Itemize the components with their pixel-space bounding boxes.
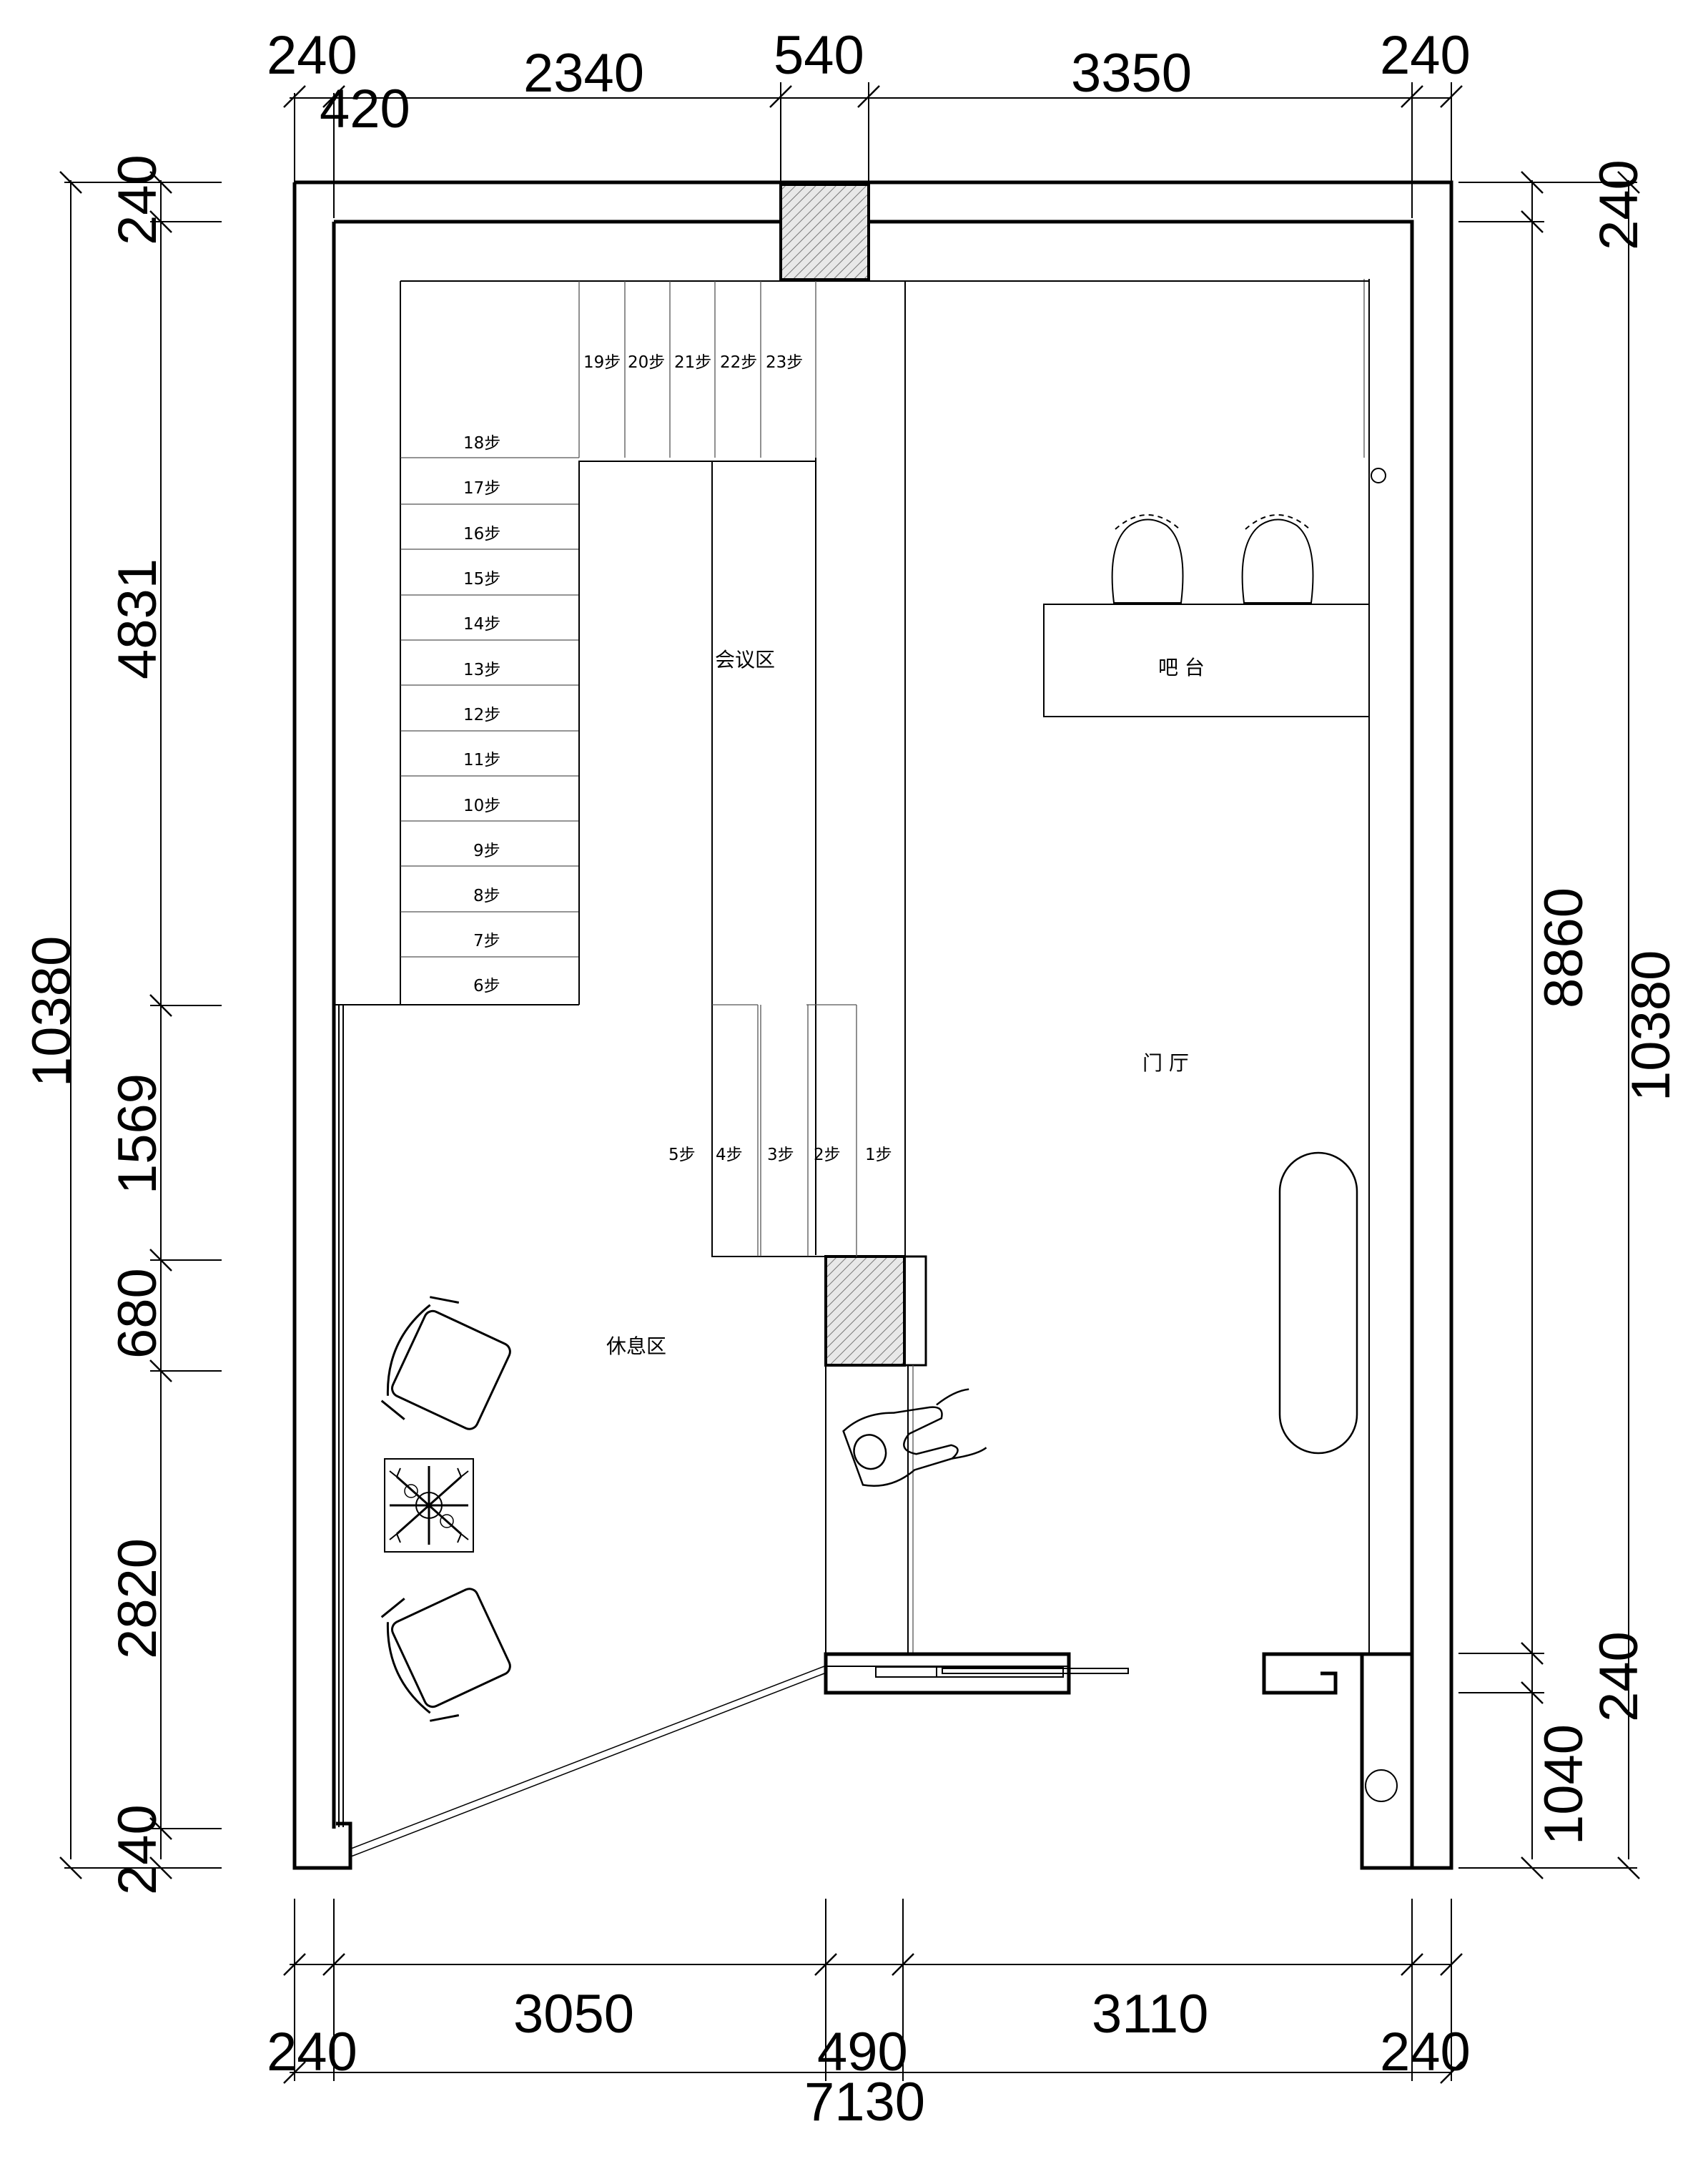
dim-bottom-240-right: 240 <box>1380 2022 1471 2082</box>
column-hatch-icon <box>824 1255 906 1367</box>
dim-left-240-top: 240 <box>107 154 168 245</box>
dim-top-240-left: 240 <box>267 25 357 86</box>
room-label-bar: 吧 台 <box>1158 656 1205 679</box>
dim-top-3350: 3350 <box>1071 43 1192 104</box>
sofa-icon <box>1278 1151 1358 1455</box>
right-dimension-lines <box>1458 171 1640 1879</box>
dim-right-240-lower: 240 <box>1589 1631 1649 1722</box>
dim-right-8860: 8860 <box>1534 887 1594 1008</box>
room-label-lounge: 休息区 <box>606 1334 666 1358</box>
dim-right-1040: 1040 <box>1534 1724 1594 1845</box>
column-trim <box>903 1255 927 1367</box>
armchair-icon <box>380 1296 511 1430</box>
step-label: 21步 <box>674 353 711 372</box>
dim-top-2340: 2340 <box>523 43 644 104</box>
step-label: 9步 <box>473 842 500 860</box>
room-label-meeting: 会议区 <box>715 648 775 672</box>
column-hatch-icon <box>779 183 870 281</box>
step-label: 18步 <box>463 434 500 453</box>
step-label: 2步 <box>814 1146 841 1164</box>
glass-partitions <box>338 279 1370 1857</box>
step-label: 5步 <box>668 1146 696 1164</box>
steps-left: 18步 17步 16步 15步 14步 13步 12步 11步 10步 9步 8… <box>463 434 500 995</box>
step-label: 3步 <box>767 1146 794 1164</box>
step-label: 16步 <box>463 525 500 544</box>
outlet-marker <box>1371 468 1386 483</box>
exterior-walls <box>292 180 1453 1870</box>
armchair-icon <box>380 1588 511 1722</box>
dim-bottom-490: 490 <box>817 2022 908 2082</box>
person-walking-icon <box>842 1388 987 1487</box>
bar-stool-icon <box>1111 514 1184 604</box>
step-label: 10步 <box>463 797 500 815</box>
dim-top-240-right: 240 <box>1380 25 1471 86</box>
room-label-lobby: 门 厅 <box>1142 1051 1189 1075</box>
step-label: 20步 <box>628 353 665 372</box>
steps-lower: 5步 4步 3步 2步 1步 <box>668 1146 892 1164</box>
staircase <box>334 280 1369 1257</box>
step-label: 12步 <box>463 706 500 724</box>
step-label: 7步 <box>473 932 500 950</box>
step-label: 13步 <box>463 661 500 679</box>
left-dimension-lines <box>59 171 222 1879</box>
dim-left-2820: 2820 <box>107 1538 168 1659</box>
dim-left-680: 680 <box>107 1268 168 1359</box>
bar-counter <box>1043 604 1370 717</box>
floor-drain <box>1365 1769 1398 1802</box>
dim-left-10380: 10380 <box>21 936 82 1087</box>
step-label: 14步 <box>463 615 500 634</box>
steps-upper: 19步 20步 21步 22步 23步 <box>583 353 803 372</box>
step-label: 19步 <box>583 353 621 372</box>
step-label: 17步 <box>463 479 500 498</box>
bar-stool-icon <box>1241 514 1314 604</box>
step-label: 11步 <box>463 751 500 769</box>
dim-bottom-240-left: 240 <box>267 2022 357 2082</box>
dim-left-240-bottom: 240 <box>107 1804 168 1895</box>
step-label: 1步 <box>865 1146 892 1164</box>
dim-left-1569: 1569 <box>107 1073 168 1194</box>
step-label: 23步 <box>766 353 803 372</box>
step-label: 6步 <box>473 977 500 995</box>
step-label: 8步 <box>473 887 500 905</box>
potted-plant-icon <box>384 1458 474 1553</box>
dim-top-420: 420 <box>320 79 410 139</box>
bottom-dimension-lines <box>283 1899 1463 2084</box>
step-label: 15步 <box>463 570 500 589</box>
step-label: 22步 <box>720 353 757 372</box>
dim-right-10380: 10380 <box>1621 950 1682 1101</box>
dim-bottom-3110: 3110 <box>1092 1984 1208 2045</box>
step-label: 4步 <box>716 1146 743 1164</box>
dim-bottom-total-7130: 7130 <box>804 2072 925 2133</box>
dim-right-240-top: 240 <box>1589 159 1649 250</box>
entrance-door[interactable] <box>824 1652 1129 1695</box>
dim-top-540: 540 <box>774 25 864 86</box>
dim-left-4831: 4831 <box>107 559 168 679</box>
dim-bottom-3050: 3050 <box>513 1984 634 2045</box>
top-dimension-lines <box>283 82 1463 218</box>
